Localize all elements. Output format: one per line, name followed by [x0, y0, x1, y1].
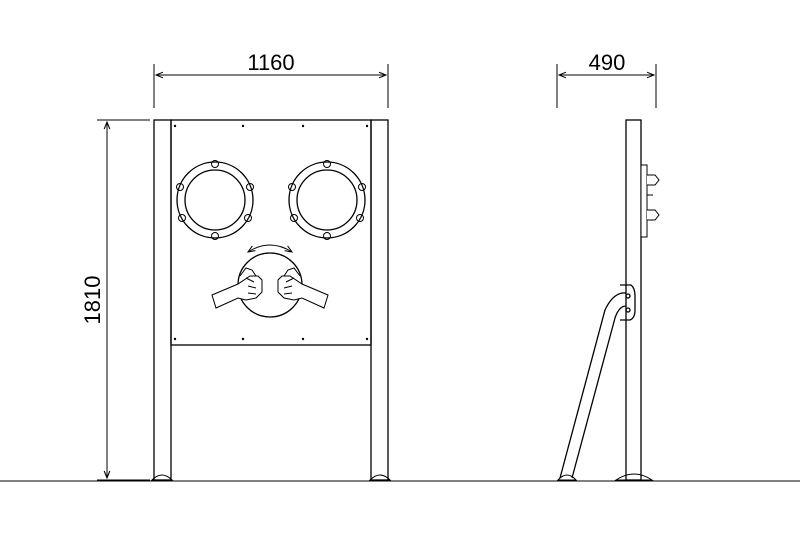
diagonal-brace — [559, 284, 636, 479]
right-post — [370, 119, 389, 481]
left-porthole — [176, 160, 254, 240]
width-front-label: 1160 — [247, 50, 294, 75]
width-dimension-side: 490 — [556, 50, 657, 108]
front-view: 1160 1810 — [80, 50, 392, 481]
rotation-arrow — [248, 244, 292, 252]
left-post-foot — [150, 474, 174, 481]
width-side-label: 490 — [589, 50, 626, 75]
right-porthole — [288, 160, 366, 240]
height-dimension: 1810 — [80, 119, 150, 481]
side-post — [625, 119, 642, 481]
width-dimension-front: 1160 — [153, 50, 389, 108]
left-hand-pictogram — [211, 267, 263, 309]
right-hand-pictogram — [277, 267, 329, 309]
left-post — [153, 119, 172, 481]
side-wheel-assembly — [640, 164, 660, 238]
height-label: 1810 — [80, 276, 105, 325]
brace-foot — [556, 474, 578, 481]
right-post-foot — [368, 474, 392, 481]
front-panel — [170, 119, 372, 346]
panel-screws — [173, 124, 369, 341]
side-view: 490 — [556, 50, 660, 481]
side-post-foot — [614, 473, 654, 481]
